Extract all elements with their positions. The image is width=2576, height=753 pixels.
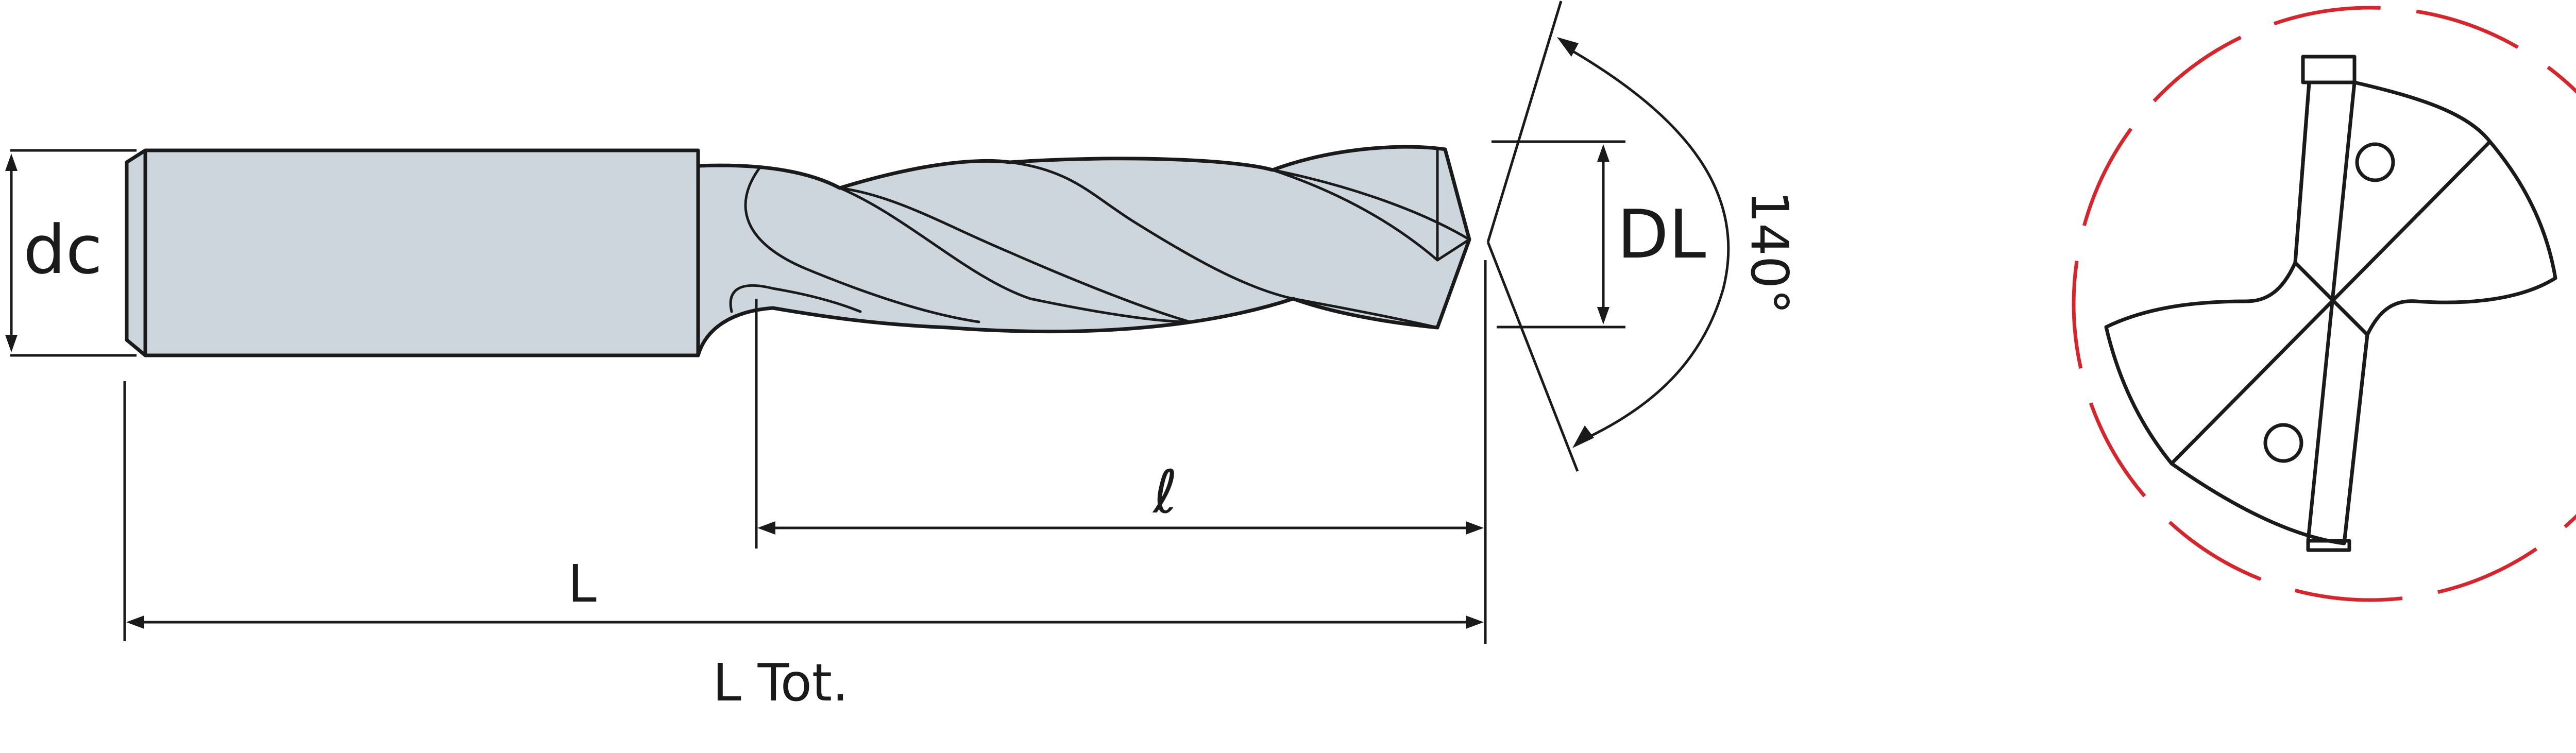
dc-dimension: dc <box>5 149 137 357</box>
point-angle-dimension: 140° <box>1486 1 1800 472</box>
dc-label: dc <box>23 211 103 289</box>
dl-dimension: DL <box>1492 140 1706 329</box>
coolant-hole-icon <box>2263 423 2303 463</box>
total-length-label: L Tot. <box>713 653 849 713</box>
flute-length-dimension: ℓ <box>755 260 1487 644</box>
margin-land <box>2301 55 2357 84</box>
length-dimension: L L Tot. <box>123 381 1484 713</box>
margin-line <box>2293 82 2311 263</box>
drill-end-view <box>2072 6 2576 602</box>
helix-line <box>1292 297 1439 329</box>
helix-line <box>1271 168 1471 241</box>
margin-land <box>2306 539 2351 552</box>
helix-line <box>838 186 1192 323</box>
length-label: L <box>568 554 597 614</box>
end-view-outline <box>2104 80 2557 545</box>
helix-line <box>744 166 980 323</box>
flute-length-label: ℓ <box>1152 458 1178 527</box>
cutting-diameter-circle <box>2072 6 2576 602</box>
helix-line <box>1436 148 1471 262</box>
coolant-hole-icon <box>2355 142 2395 182</box>
margin-line <box>2342 334 2369 544</box>
fluted-section <box>696 145 1471 357</box>
lip-line <box>2306 82 2357 541</box>
helix-line <box>838 186 1192 323</box>
helix-line <box>1008 161 1295 300</box>
dl-label: DL <box>1617 195 1706 273</box>
drill-side-view: dc ℓ L L Tot. 140° <box>5 1 1800 713</box>
helix-line <box>1271 168 1439 262</box>
point-angle-label: 140° <box>1739 191 1800 315</box>
flute-root-curve <box>729 284 862 313</box>
shank <box>125 148 700 357</box>
